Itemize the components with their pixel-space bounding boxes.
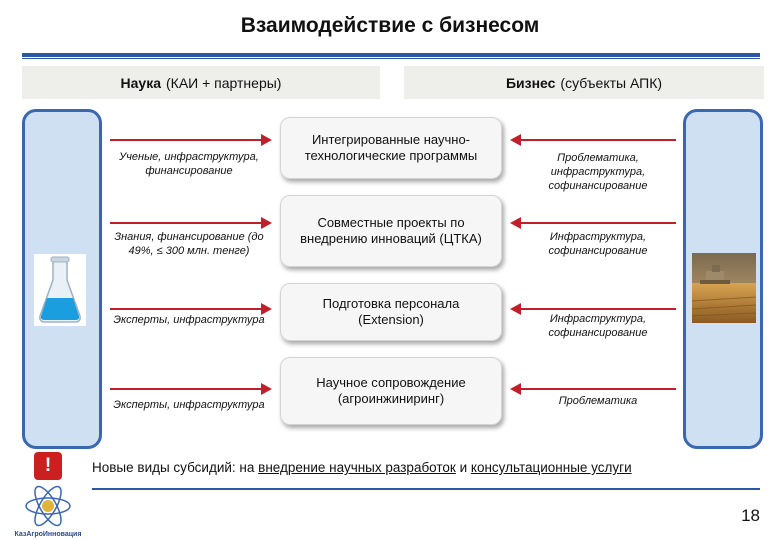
atom-logo-icon [25, 485, 71, 527]
business-header-rest: (субъекты АПК) [560, 74, 663, 91]
title-rule-thin [22, 58, 760, 59]
business-arrow-3 [510, 302, 676, 316]
science-contribution-3: Эксперты, инфраструктура [113, 314, 265, 326]
business-header: Бизнес (субъекты АПК) [404, 66, 764, 99]
business-arrow-4 [510, 382, 676, 396]
subsidy-item-2: консультационные услуги [470, 460, 632, 475]
science-arrow-3 [110, 302, 272, 316]
science-contribution-1: Ученые, инфраструктура, финансирование [119, 151, 259, 177]
subsidy-prefix: Новые виды субсидий: на [92, 460, 259, 475]
flask-icon [34, 254, 86, 326]
subsidy-middle: и [455, 460, 471, 475]
bottom-rule [92, 488, 760, 490]
subsidy-note: Новые виды субсидий: на внедрение научны… [92, 460, 772, 475]
business-header-bold: Бизнес [505, 74, 556, 91]
warning-icon: ! [34, 452, 62, 480]
science-header: Наука (КАИ + партнеры) [22, 66, 380, 99]
harvester-photo [692, 253, 756, 323]
page-title: Взаимодействие с бизнесом [240, 14, 540, 37]
science-header-rest: (КАИ + партнеры) [166, 74, 282, 91]
science-arrow-1 [110, 133, 272, 147]
business-contribution-1: Проблематика, инфраструктура, софинансир… [548, 152, 648, 192]
program-box-1: Интегрированные научно-технологические п… [280, 117, 502, 179]
program-box-2: Совместные проекты по внедрению инноваци… [280, 195, 502, 267]
subsidy-item-1: внедрение научных разработок [258, 460, 456, 475]
page-number: 18 [741, 506, 760, 525]
business-arrow-2 [510, 216, 676, 230]
science-arrow-4 [110, 382, 272, 396]
program-box-4: Научное сопровождение (агроинжиниринг) [280, 357, 502, 425]
title-rule [22, 53, 760, 57]
science-header-bold: Наука [120, 74, 161, 91]
business-arrow-1 [510, 133, 676, 147]
business-contribution-3: Инфраструктура, софинансирование [548, 313, 648, 339]
business-contribution-2: Инфраструктура, софинансирование [548, 231, 648, 257]
science-contribution-2: Знания, финансирование (до 49%, ≤ 300 мл… [114, 231, 264, 257]
science-arrow-2 [110, 216, 272, 230]
program-box-3: Подготовка персонала (Extension) [280, 283, 502, 341]
logo-text: КазАгроИнновация [14, 531, 82, 538]
kazagroinnovation-logo: КазАгроИнновация [12, 484, 84, 538]
science-contribution-4: Эксперты, инфраструктура [113, 399, 265, 411]
business-contribution-4: Проблематика [558, 395, 638, 407]
